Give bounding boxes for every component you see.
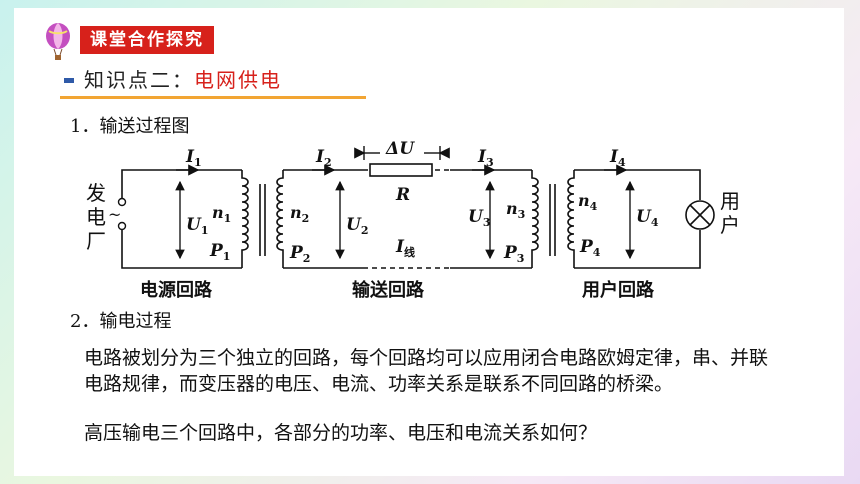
section-tag: 课堂合作探究 xyxy=(80,26,214,54)
resistor-symbol xyxy=(369,163,433,177)
source-char-1: 发 xyxy=(86,181,106,205)
voltage-drop-label: ΔU xyxy=(385,139,415,159)
power-P1: P1 xyxy=(209,241,230,263)
user-char-2: 户 xyxy=(720,213,740,237)
power-P2: P2 xyxy=(289,243,310,265)
turns-n4: n4 xyxy=(578,191,598,213)
balloon-icon xyxy=(46,23,70,60)
turns-n1: n1 xyxy=(212,203,231,225)
user-char-1: 用 xyxy=(720,189,740,213)
lamp-icon xyxy=(685,200,715,230)
bullet-icon xyxy=(64,78,74,83)
step-2-title: 2．输电过程 xyxy=(70,311,172,332)
transmission-circuit-diagram: 发 电 厂 ~ 用 户 I1 I2 I3 I4 ΔU R U1 U2 U3 U4… xyxy=(86,139,740,301)
knowledge-point-heading: 知识点二：电网供电 xyxy=(60,66,366,99)
source-char-3: 厂 xyxy=(86,229,106,253)
explanation-paragraph: 电路被划分为三个独立的回路，每个回路均可以应用闭合电路欧姆定律，串、并联电路规律… xyxy=(84,347,769,395)
resistor-label: R xyxy=(395,185,410,205)
heading-topic: 电网供电 xyxy=(194,68,282,92)
turns-n3: n3 xyxy=(506,199,525,221)
current-I4: I4 xyxy=(609,147,626,169)
voltage-U3: U3 xyxy=(468,207,490,229)
turns-n2: n2 xyxy=(290,203,309,225)
power-P4: P4 xyxy=(579,237,601,259)
discussion-question: 高压输电三个回路中，各部分的功率、电压和电流关系如何？ xyxy=(84,422,598,444)
ac-symbol: ~ xyxy=(108,205,121,224)
voltage-U4: U4 xyxy=(636,207,659,229)
slide-card xyxy=(14,8,844,476)
source-char-2: 电 xyxy=(86,205,106,229)
step-1-title: 1．输送过程图 xyxy=(70,116,190,137)
line-current: I线 xyxy=(395,237,415,259)
voltage-U2: U2 xyxy=(346,215,368,237)
voltage-U1: U1 xyxy=(186,215,208,237)
loop-label-user: 用户回路 xyxy=(582,279,655,301)
power-P3: P3 xyxy=(503,243,524,265)
loop-label-source: 电源回路 xyxy=(140,279,213,301)
current-I3: I3 xyxy=(477,147,494,169)
heading-prefix: 知识点二： xyxy=(84,68,194,92)
current-I2: I2 xyxy=(315,147,332,169)
loop-label-transmission: 输送回路 xyxy=(352,279,425,301)
current-I1: I1 xyxy=(185,147,202,169)
